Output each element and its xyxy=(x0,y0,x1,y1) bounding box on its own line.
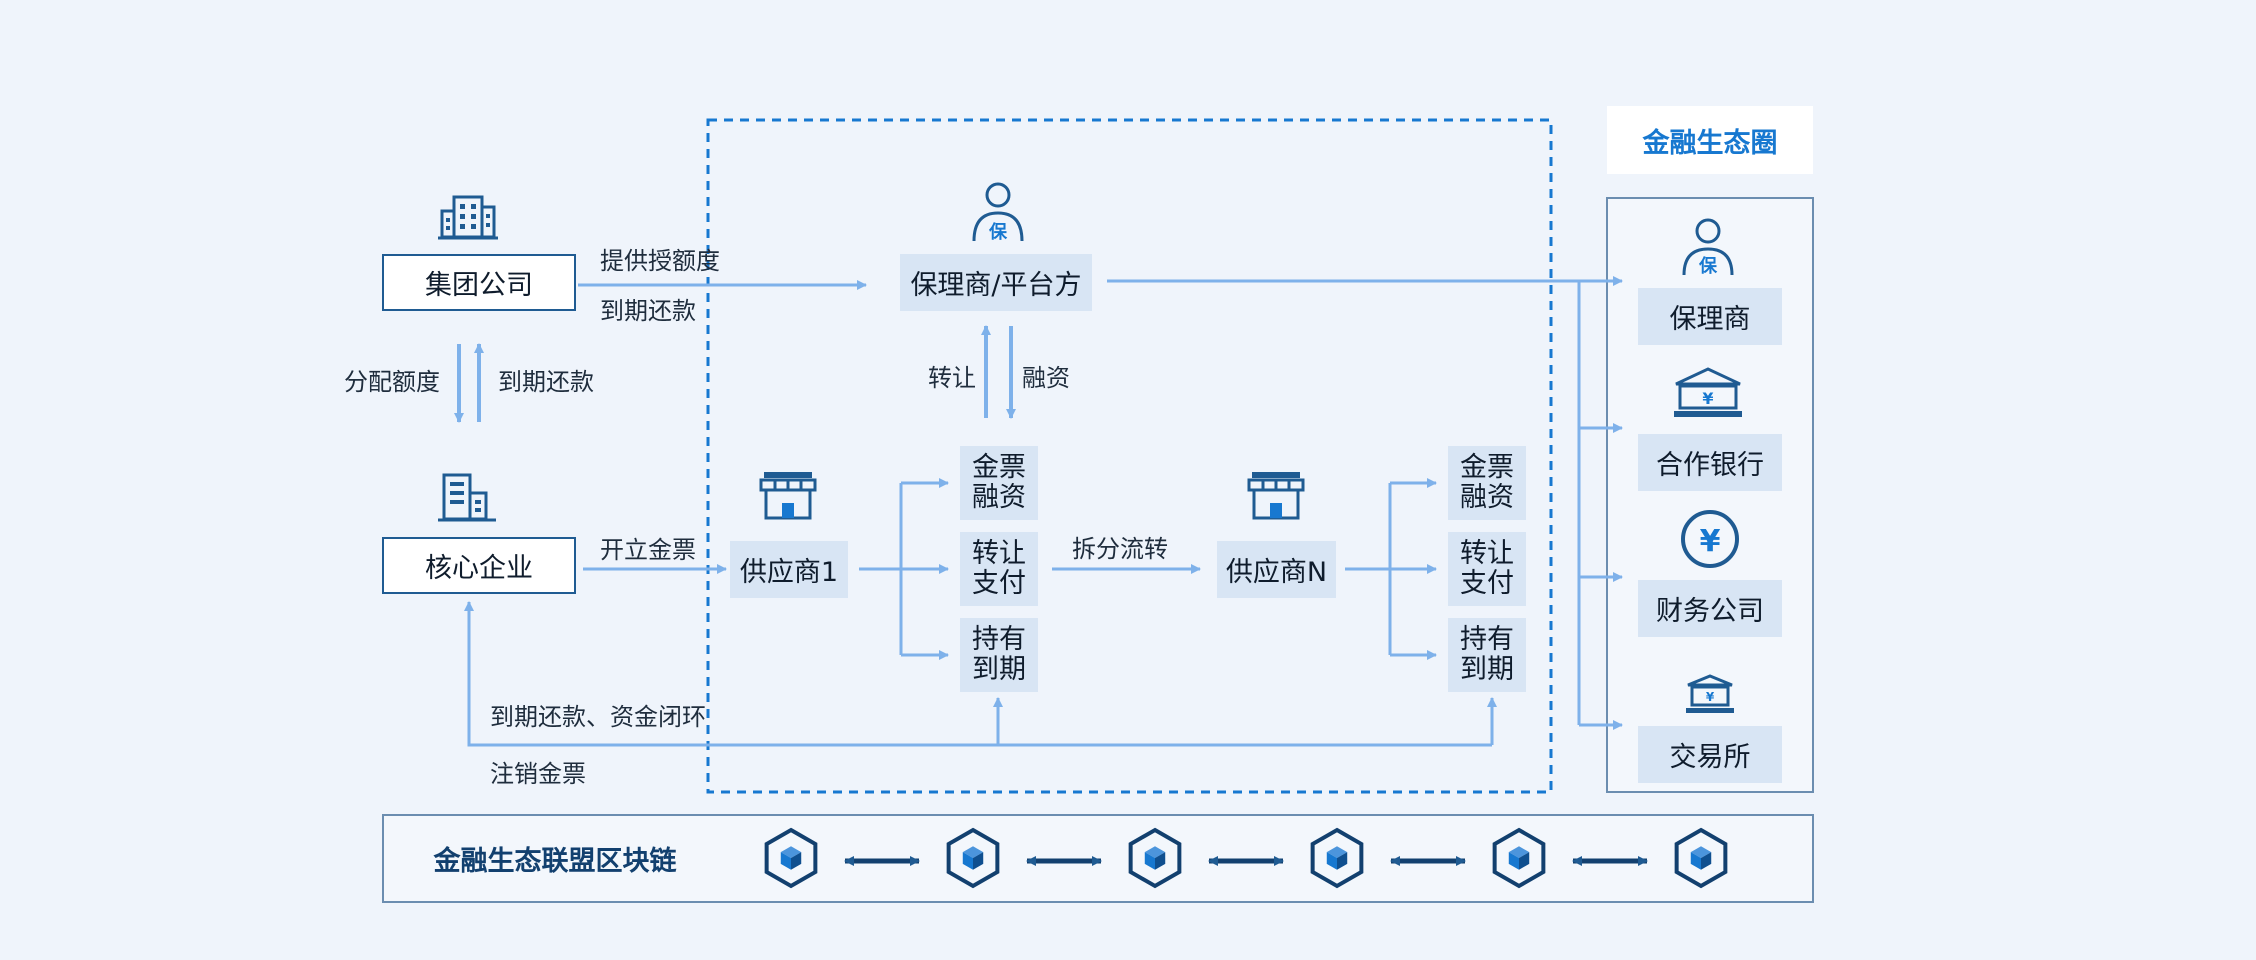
office-building-icon xyxy=(438,473,496,522)
node-s1-hold-maturity: 持有 到期 xyxy=(960,618,1038,692)
node-s1-financing-line2: 融资 xyxy=(972,482,1026,513)
blockchain-cube-icon xyxy=(1492,827,1546,889)
shop-icon-supplierN xyxy=(1247,472,1305,520)
node-supplier-1-label: 供应商1 xyxy=(739,557,839,588)
coin-yen-text: ¥ xyxy=(1700,524,1721,559)
node-group-company: 集团公司 xyxy=(382,254,576,311)
building-icon xyxy=(438,195,498,240)
node-sn-hold-maturity: 持有 到期 xyxy=(1448,618,1526,692)
label-issue-ticket: 开立金票 xyxy=(600,536,696,564)
bank-icon: ¥ xyxy=(1674,367,1742,417)
blockchain-cube-icon xyxy=(946,827,1000,889)
person-guarantor-icon: 保 xyxy=(972,182,1024,243)
platform-dashed-region xyxy=(706,118,1553,794)
blockchain-cube-icon xyxy=(1310,827,1364,889)
node-sn-hold-line2: 到期 xyxy=(1460,654,1514,685)
node-sn-transfer-line1: 转让 xyxy=(1460,537,1514,569)
node-s1-transfer-pay: 转让 支付 xyxy=(960,532,1038,606)
node-s1-hold-line2: 到期 xyxy=(972,654,1026,685)
node-s1-financing-line1: 金票 xyxy=(972,451,1026,483)
node-sn-financing: 金票 融资 xyxy=(1448,446,1526,520)
guarantor-badge-text: 保 xyxy=(988,221,1008,243)
bank-yen-text: ¥ xyxy=(1702,389,1713,408)
exchange-icon: ¥ xyxy=(1686,674,1734,713)
node-s1-transfer-line2: 支付 xyxy=(972,568,1026,599)
node-supplier-1: 供应商1 xyxy=(730,541,848,598)
node-s1-transfer-line1: 转让 xyxy=(972,537,1026,569)
ecosystem-title: 金融生态圈 xyxy=(1607,106,1813,174)
loop-bottom xyxy=(464,601,1492,747)
blockchain-title-text: 金融生态联盟区块链 xyxy=(433,846,677,877)
blockchain-title: 金融生态联盟区块链 xyxy=(400,830,710,887)
eco-member-exchange: 交易所 xyxy=(1638,726,1782,783)
label-split-transfer: 拆分流转 xyxy=(1072,535,1168,563)
blockchain-cube-icon xyxy=(764,827,818,889)
yen-coin-icon: ¥ xyxy=(1681,510,1739,568)
label-allocate-quota: 分配额度 xyxy=(344,368,440,396)
eco-member-factor: 保理商 xyxy=(1638,288,1782,345)
node-core-enterprise-label: 核心企业 xyxy=(425,553,533,584)
node-sn-transfer-pay: 转让 支付 xyxy=(1448,532,1526,606)
node-supplier-n-label: 供应商N xyxy=(1225,557,1328,588)
node-sn-transfer-line2: 支付 xyxy=(1460,568,1514,599)
node-s1-hold-line1: 持有 xyxy=(972,623,1026,655)
label-repay-close: 到期还款、资金闭环 xyxy=(490,703,706,731)
node-s1-financing: 金票 融资 xyxy=(960,446,1038,520)
blockchain-cube-icon xyxy=(1674,827,1728,889)
node-sn-financing-line2: 融资 xyxy=(1460,482,1514,513)
person-guarantor-icon-ecosystem: 保 xyxy=(1682,218,1734,277)
shop-icon-supplier1 xyxy=(759,472,817,520)
node-sn-financing-line1: 金票 xyxy=(1460,451,1514,483)
node-factor-platform-label: 保理商/平台方 xyxy=(910,270,1082,301)
node-supplier-n: 供应商N xyxy=(1217,541,1336,598)
blockchain-cube-icon xyxy=(1128,827,1182,889)
eco-member-bank: 合作银行 xyxy=(1638,434,1782,491)
label-financing: 融资 xyxy=(1022,364,1070,392)
guarantor-badge-text-eco: 保 xyxy=(1698,255,1718,277)
label-repay-due-left: 到期还款 xyxy=(498,368,594,396)
ecosystem-title-text: 金融生态圈 xyxy=(1642,127,1778,159)
node-core-enterprise: 核心企业 xyxy=(382,537,576,594)
eco-member-bank-label: 合作银行 xyxy=(1656,450,1764,481)
exchange-yen-text: ¥ xyxy=(1706,690,1715,704)
label-provide-credit: 提供授额度 xyxy=(600,247,720,275)
node-sn-hold-line1: 持有 xyxy=(1460,623,1514,655)
eco-member-exchange-label: 交易所 xyxy=(1669,742,1751,773)
eco-member-finance-co-label: 财务公司 xyxy=(1656,596,1764,627)
label-transfer: 转让 xyxy=(928,364,976,392)
label-repay-due-top: 到期还款 xyxy=(600,297,696,325)
node-factor-platform: 保理商/平台方 xyxy=(900,254,1092,311)
label-cancel-ticket: 注销金票 xyxy=(490,760,586,788)
node-group-company-label: 集团公司 xyxy=(425,270,533,301)
eco-member-finance-co: 财务公司 xyxy=(1638,580,1782,637)
eco-member-factor-label: 保理商 xyxy=(1669,304,1751,335)
